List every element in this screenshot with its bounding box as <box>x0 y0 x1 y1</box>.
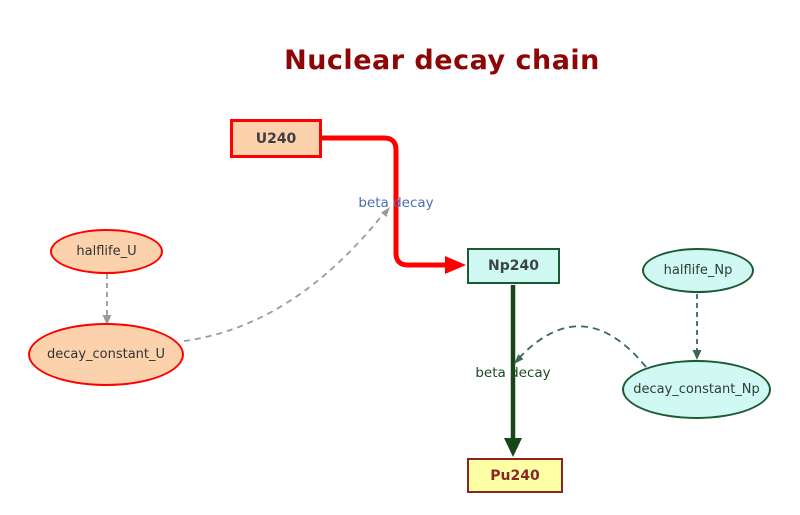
node-halflife-np: halflife_Np <box>642 248 754 293</box>
np240-pu240-arrowhead <box>504 438 522 457</box>
node-u240-label: U240 <box>255 130 297 147</box>
decay-constant-u-arrowhead <box>381 207 390 217</box>
halflife-u-arrowhead <box>102 315 112 325</box>
decay-constant-u-edge <box>183 212 385 342</box>
u240-np240-edge <box>322 135 446 268</box>
node-np240: Np240 <box>467 248 560 284</box>
node-decay-constant-np-label: decay_constant_Np <box>633 382 760 397</box>
node-halflife-u: halflife_U <box>50 229 163 274</box>
edge-label-beta-decay-u: beta decay <box>358 195 434 211</box>
diagram-title: Nuclear decay chain <box>284 45 600 76</box>
decay-constant-np-arrowhead <box>514 354 524 364</box>
edge-label-beta-decay-np: beta decay <box>475 365 551 381</box>
node-np240-label: Np240 <box>488 258 539 274</box>
node-decay-constant-np: decay_constant_Np <box>622 360 771 419</box>
node-pu240: Pu240 <box>467 458 563 493</box>
decay-constant-np-edge <box>519 325 647 368</box>
node-u240: U240 <box>230 119 322 158</box>
node-halflife-u-label: halflife_U <box>76 244 137 259</box>
node-decay-constant-u-label: decay_constant_U <box>46 347 166 362</box>
node-pu240-label: Pu240 <box>490 467 540 484</box>
node-halflife-np-label: halflife_Np <box>663 263 733 278</box>
u240-np240-arrowhead <box>445 256 466 274</box>
node-decay-constant-u: decay_constant_U <box>28 323 184 386</box>
halflife-np-arrowhead <box>692 350 702 360</box>
